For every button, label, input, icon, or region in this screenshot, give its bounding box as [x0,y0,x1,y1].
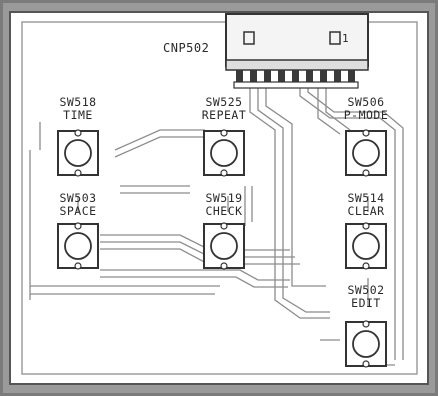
switch-label-sw525: SW525 REPEAT [190,96,258,122]
switch-sw506 [345,129,387,177]
switch-function: TIME [63,108,93,122]
pin-marker-right [329,31,341,45]
pcb-traces [29,88,404,366]
switch-sw519 [203,222,245,270]
connector-pin1-mark: 1 [342,32,350,45]
switch-id: SW502 [347,283,385,297]
switch-sw502 [345,320,387,368]
switch-id: SW525 [205,95,243,109]
switch-id: SW506 [347,95,385,109]
switch-label-sw503: SW503 SPACE [44,192,112,218]
switch-id: SW514 [347,191,385,205]
switch-id: SW503 [59,191,97,205]
switch-sw518 [57,129,99,177]
switch-label-sw518: SW518 TIME [44,96,112,122]
pin-marker-left [243,31,255,45]
switch-label-sw514: SW514 CLEAR [332,192,400,218]
switch-function: CLEAR [347,204,385,218]
switch-label-sw519: SW519 CHECK [190,192,258,218]
switch-function: CHECK [205,204,243,218]
switch-sw503 [57,222,99,270]
switch-label-sw502: SW502 EDIT [332,284,400,310]
switch-id: SW518 [59,95,97,109]
switch-sw525 [203,129,245,177]
switch-function: EDIT [351,296,381,310]
connector-label: CNP502 [163,41,210,55]
switch-function: SPACE [59,204,97,218]
switch-id: SW519 [205,191,243,205]
switch-function: P-MODE [343,108,389,122]
connector-cnp502 [225,13,369,89]
switch-sw514 [345,222,387,270]
switch-label-sw506: SW506 P-MODE [332,96,400,122]
switch-function: REPEAT [201,108,247,122]
